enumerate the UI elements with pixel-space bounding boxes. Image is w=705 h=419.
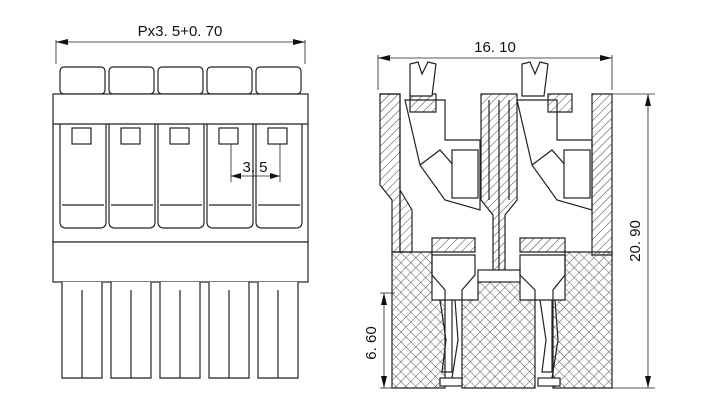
- front-lower-housing: [52, 241, 309, 283]
- side-clamp-left: [404, 61, 481, 387]
- dimension-side-height-label: 20. 90: [627, 220, 644, 262]
- side-center-channel: [488, 100, 510, 270]
- dimension-side-width: 16. 10: [377, 39, 613, 90]
- front-fins: [61, 282, 299, 379]
- front-view: Px3. 5+0. 70: [52, 23, 309, 379]
- dimension-front-total: Px3. 5+0. 70: [55, 23, 306, 64]
- front-top-caps: [59, 66, 302, 95]
- side-base: [391, 251, 613, 389]
- dimension-side-pin: 6. 60: [363, 292, 395, 389]
- dimension-side-height: 20. 90: [612, 93, 655, 389]
- front-housing: [52, 93, 309, 243]
- dimension-front-total-label: Px3. 5+0. 70: [138, 23, 223, 40]
- dimension-side-pin-label: 6. 60: [363, 326, 380, 359]
- side-view: 16. 10 20. 90 6. 60: [363, 39, 655, 389]
- side-clamp-right: [516, 61, 593, 387]
- dimension-front-pitch: 3. 5: [230, 144, 281, 182]
- dimension-side-width-label: 16. 10: [474, 39, 516, 56]
- dimension-front-pitch-label: 3. 5: [242, 159, 267, 176]
